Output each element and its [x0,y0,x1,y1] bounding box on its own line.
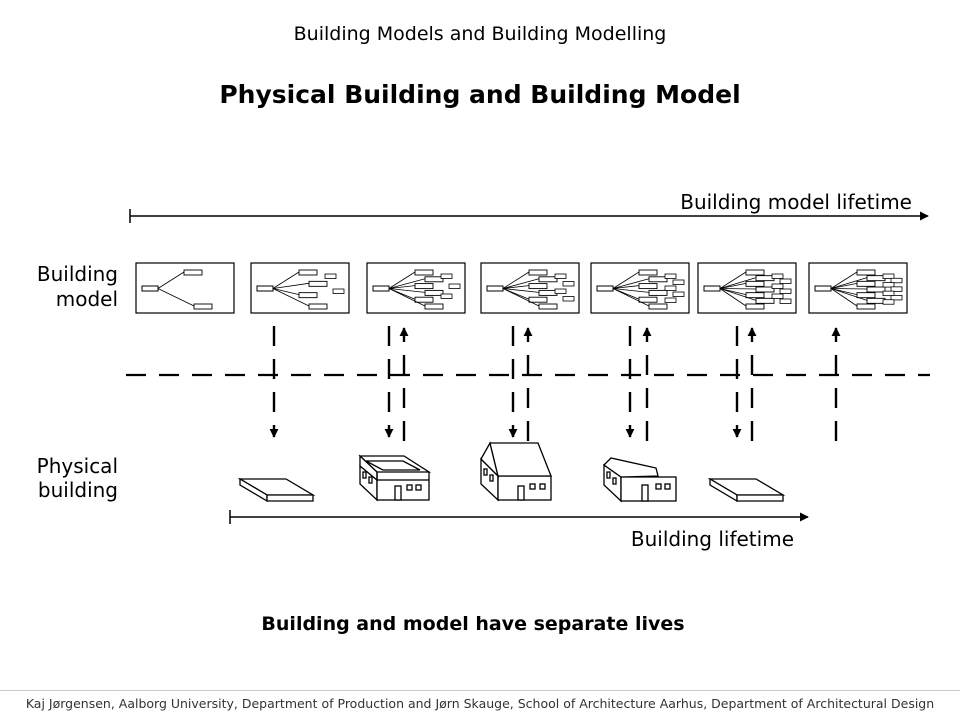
model-diagram-3 [366,262,466,314]
diagram-caption: Building and model have separate lives [261,613,685,635]
physical-row-label-line2: building [38,478,118,502]
model-lifetime-label: Building model lifetime [680,190,912,214]
building-stage-partial-roof [602,457,677,503]
physical-row-label-line1: Physical [37,454,118,478]
information-flow-arrows [269,326,841,441]
building-stage-foundation-again [707,477,786,503]
footer-divider [0,690,960,691]
model-diagram-1 [135,262,235,314]
slide-title: Physical Building and Building Model [219,80,741,109]
model-diagram-6 [697,262,797,314]
footer-credit: Kaj Jørgensen, Aalborg University, Depar… [25,696,935,711]
presentation-title: Building Models and Building Modelling [293,23,667,45]
model-tree-diagrams [135,262,908,314]
building-lifetime-label: Building lifetime [631,527,794,551]
model-diagram-7 [808,262,908,314]
model-row-label-line1: Building [37,262,118,286]
model-diagram-2 [250,262,350,314]
model-row-label-line2: model [56,287,118,311]
building-stage-complete-house [480,441,552,502]
model-diagram-4 [480,262,580,314]
lifetime-diagram: Building model lifetime Building model P… [37,190,930,551]
building-stage-walls [358,454,432,502]
model-diagram-5 [590,262,690,314]
building-stage-foundation [237,477,316,503]
